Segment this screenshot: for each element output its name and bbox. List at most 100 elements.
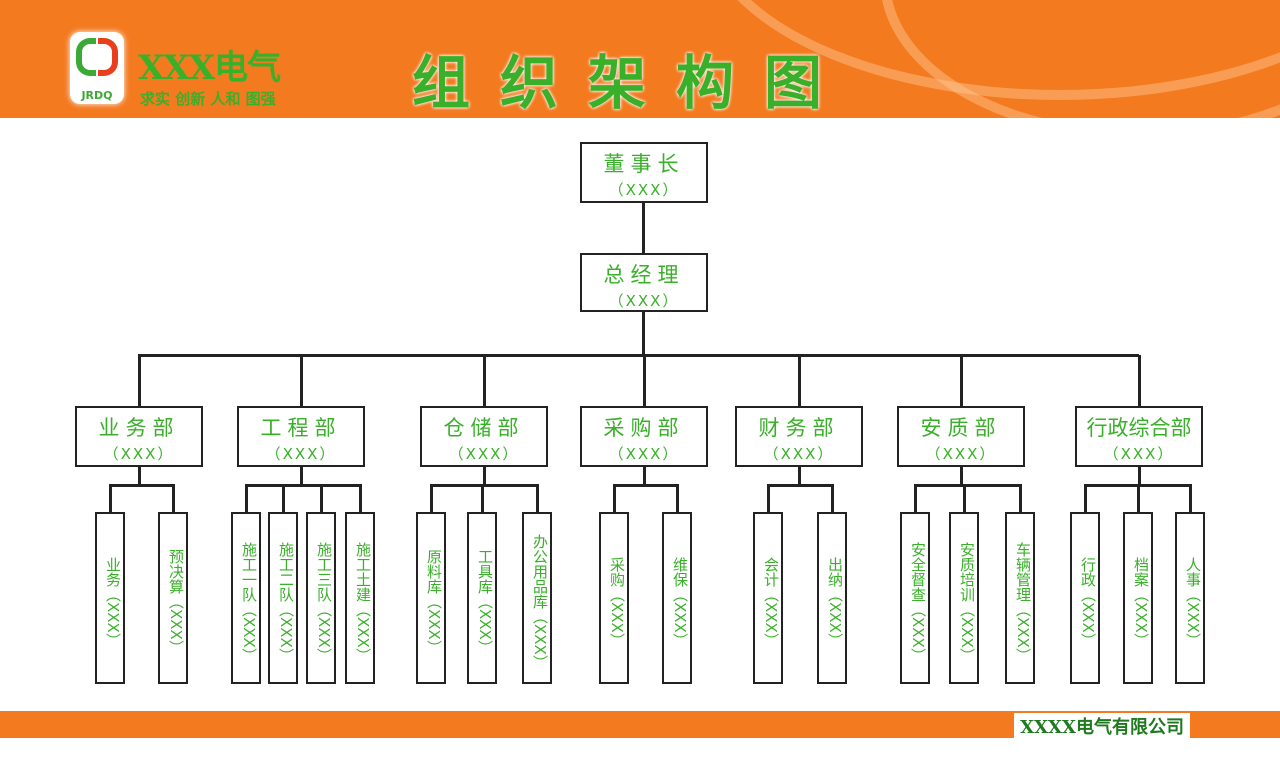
connector-line (643, 467, 646, 486)
connector-line (1137, 484, 1140, 512)
header-banner: JRDQ XXX电气 求实 创新 人和 图强 组织架构图 (0, 0, 1280, 118)
connector-line (642, 312, 645, 356)
sub-unit-box: 档案（XXX） (1123, 512, 1153, 684)
connector-line (960, 355, 963, 406)
sub-unit-head: （XXX） (240, 601, 258, 663)
sub-unit-name: 安全督查 (909, 541, 927, 602)
connector-line (430, 484, 433, 512)
sub-unit-name: 原料库 (425, 549, 443, 595)
department-box: 行政综合部 （XXX） (1075, 406, 1203, 467)
sub-unit-box: 施工三队（XXX） (306, 512, 336, 684)
connector-line (430, 484, 539, 487)
sub-unit-head: （XXX） (354, 601, 372, 663)
connector-line (359, 484, 362, 512)
sub-unit-head: （XXX） (531, 609, 549, 670)
sub-unit-box: 办公用品库（XXX） (522, 512, 552, 684)
chairman-box: 董事长 （XXX） (580, 142, 708, 203)
department-head: （XXX） (925, 445, 997, 463)
sub-unit-name: 施工二队 (277, 541, 295, 602)
chairman-name: （XXX） (608, 181, 680, 199)
connector-line (960, 467, 963, 486)
sub-unit-name: 人事 (1184, 556, 1202, 587)
department-box: 采购部 （XXX） (580, 406, 708, 467)
sub-unit-head: （XXX） (315, 601, 333, 663)
sub-unit-box: 施工土建（XXX） (345, 512, 375, 684)
connector-line (1138, 355, 1141, 406)
department-head: （XXX） (103, 445, 175, 463)
department-head: （XXX） (265, 445, 337, 463)
sub-unit-box: 安质培训（XXX） (949, 512, 979, 684)
connector-line (320, 484, 323, 512)
sub-unit-name: 工具库 (476, 549, 494, 595)
connector-line (613, 484, 679, 487)
sub-unit-head: （XXX） (1014, 601, 1032, 663)
department-box: 工程部 （XXX） (237, 406, 365, 467)
connector-line (914, 484, 917, 512)
general-manager-title: 总经理 (603, 263, 685, 287)
department-box: 安质部（XXX） (897, 406, 1025, 467)
sub-unit-box: 维保（XXX） (662, 512, 692, 684)
logo-text: JRDQ (81, 89, 113, 102)
sub-unit-name: 安质培训 (958, 541, 976, 602)
sub-unit-name: 车辆管理 (1014, 541, 1032, 602)
sub-unit-head: （XXX） (277, 601, 295, 663)
sub-unit-name: 档案 (1132, 556, 1150, 587)
sub-unit-name: 预决算 (167, 549, 185, 595)
department-name: 工程部 (260, 416, 342, 440)
sub-unit-box: 施工一队（XXX） (231, 512, 261, 684)
sub-unit-name: 会计 (762, 556, 780, 587)
connector-line (483, 355, 486, 406)
connector-line (1019, 484, 1022, 512)
connector-line (245, 484, 248, 512)
sub-unit-box: 施工二队（XXX） (268, 512, 298, 684)
sub-unit-name: 行政 (1079, 556, 1097, 587)
sub-unit-head: （XXX） (608, 586, 626, 648)
department-name: 行政综合部 (1086, 416, 1192, 440)
connector-line (300, 355, 303, 406)
sub-unit-name: 维保 (671, 556, 689, 587)
connector-line (798, 355, 801, 406)
slogan: 求实 创新 人和 图强 (140, 90, 276, 108)
sub-unit-name: 出纳 (826, 556, 844, 587)
department-name: 财务部 (758, 416, 840, 440)
connector-line (767, 484, 834, 487)
chairman-title: 董事长 (603, 152, 685, 176)
sub-unit-box: 人事（XXX） (1175, 512, 1205, 684)
sub-unit-head: （XXX） (909, 601, 927, 663)
sub-unit-name: 采购 (608, 556, 626, 587)
sub-unit-head: （XXX） (671, 586, 689, 648)
connector-line (109, 484, 175, 487)
sub-unit-box: 车辆管理（XXX） (1005, 512, 1035, 684)
department-name: 采购部 (603, 416, 685, 440)
connector-line (914, 484, 1022, 487)
sub-unit-box: 原料库（XXX） (416, 512, 446, 684)
sub-unit-head: （XXX） (104, 586, 122, 648)
connector-line (245, 484, 362, 487)
connector-line (109, 484, 112, 512)
sub-unit-head: （XXX） (425, 594, 443, 655)
sub-unit-name: 施工土建 (354, 541, 372, 602)
department-head: （XXX） (1103, 445, 1175, 463)
sub-unit-name: 施工一队 (240, 541, 258, 602)
department-head: （XXX） (608, 445, 680, 463)
connector-line (963, 484, 966, 512)
sub-unit-head: （XXX） (1132, 586, 1150, 648)
sub-unit-head: （XXX） (826, 586, 844, 648)
brand-name: XXX电气 (138, 48, 281, 88)
sub-unit-head: （XXX） (1184, 586, 1202, 648)
sub-unit-box: 工具库（XXX） (467, 512, 497, 684)
connector-line (138, 467, 141, 486)
department-name: 业务部 (98, 416, 180, 440)
department-name: 仓储部 (443, 416, 525, 440)
sub-unit-box: 安全督查（XXX） (900, 512, 930, 684)
connector-line (831, 484, 834, 512)
sub-unit-box: 业务（XXX） (95, 512, 125, 684)
connector-line (676, 484, 679, 512)
connector-line (536, 484, 539, 512)
company-logo: JRDQ (70, 32, 124, 104)
sub-unit-head: （XXX） (476, 594, 494, 655)
sub-unit-box: 会计（XXX） (753, 512, 783, 684)
connector-line (643, 355, 646, 406)
connector-line (138, 355, 141, 406)
general-manager-name: （XXX） (608, 292, 680, 310)
